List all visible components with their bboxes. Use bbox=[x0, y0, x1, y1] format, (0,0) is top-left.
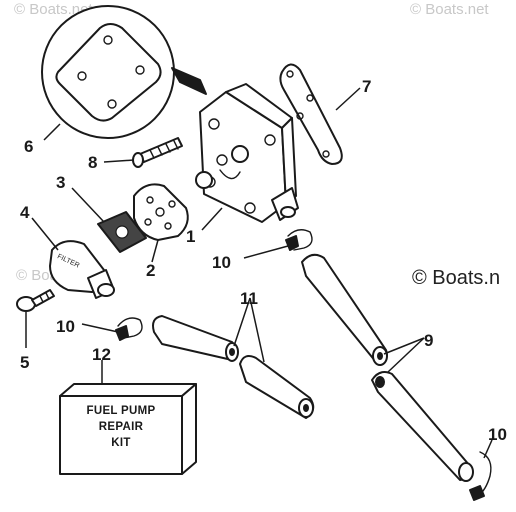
repair-kit-box: FUEL PUMP REPAIR KIT bbox=[59, 383, 197, 475]
watermark-top-left: © Boats.net bbox=[14, 1, 93, 18]
hose-clip-lower bbox=[469, 451, 492, 501]
watermark-top-right: © Boats.net bbox=[410, 1, 489, 18]
fuel-hose-lower-left bbox=[239, 355, 315, 419]
gasket-detail-circle bbox=[41, 5, 207, 139]
callout-8: 8 bbox=[88, 153, 97, 172]
mounting-plate bbox=[279, 63, 343, 165]
fuel-pump-body bbox=[195, 83, 299, 223]
watermark-right: © Boats.n bbox=[412, 267, 500, 289]
fuel-hose-upper-left bbox=[152, 315, 239, 362]
callout-10-upper: 10 bbox=[212, 253, 231, 272]
callout-12: 12 bbox=[92, 345, 111, 364]
callout-3: 3 bbox=[56, 173, 65, 192]
callout-4: 4 bbox=[20, 203, 30, 222]
callout-6: 6 bbox=[24, 137, 33, 156]
callout-11: 11 bbox=[240, 289, 258, 308]
kit-label-line1: FUEL PUMP bbox=[87, 405, 156, 417]
callout-9: 9 bbox=[424, 331, 433, 350]
callout-7: 7 bbox=[362, 77, 371, 96]
hose-clip-upper bbox=[285, 229, 313, 251]
callout-5: 5 bbox=[20, 353, 29, 372]
leader-lines bbox=[25, 87, 493, 459]
callout-10-lower: 10 bbox=[488, 425, 507, 444]
kit-label-line3: KIT bbox=[111, 437, 130, 449]
screw bbox=[132, 137, 183, 168]
filter-cover: FILTER bbox=[49, 240, 115, 299]
fuel-hose-lower-right bbox=[371, 371, 474, 482]
cover-screw bbox=[16, 289, 55, 312]
callout-2: 2 bbox=[146, 261, 155, 280]
callout-1: 1 bbox=[186, 227, 195, 246]
kit-label-line2: REPAIR bbox=[99, 421, 144, 433]
hose-clip-middle bbox=[115, 317, 143, 341]
callout-10-middle: 10 bbox=[56, 317, 75, 336]
fuel-hose-upper-right bbox=[301, 253, 388, 366]
filter-screen bbox=[97, 211, 147, 253]
